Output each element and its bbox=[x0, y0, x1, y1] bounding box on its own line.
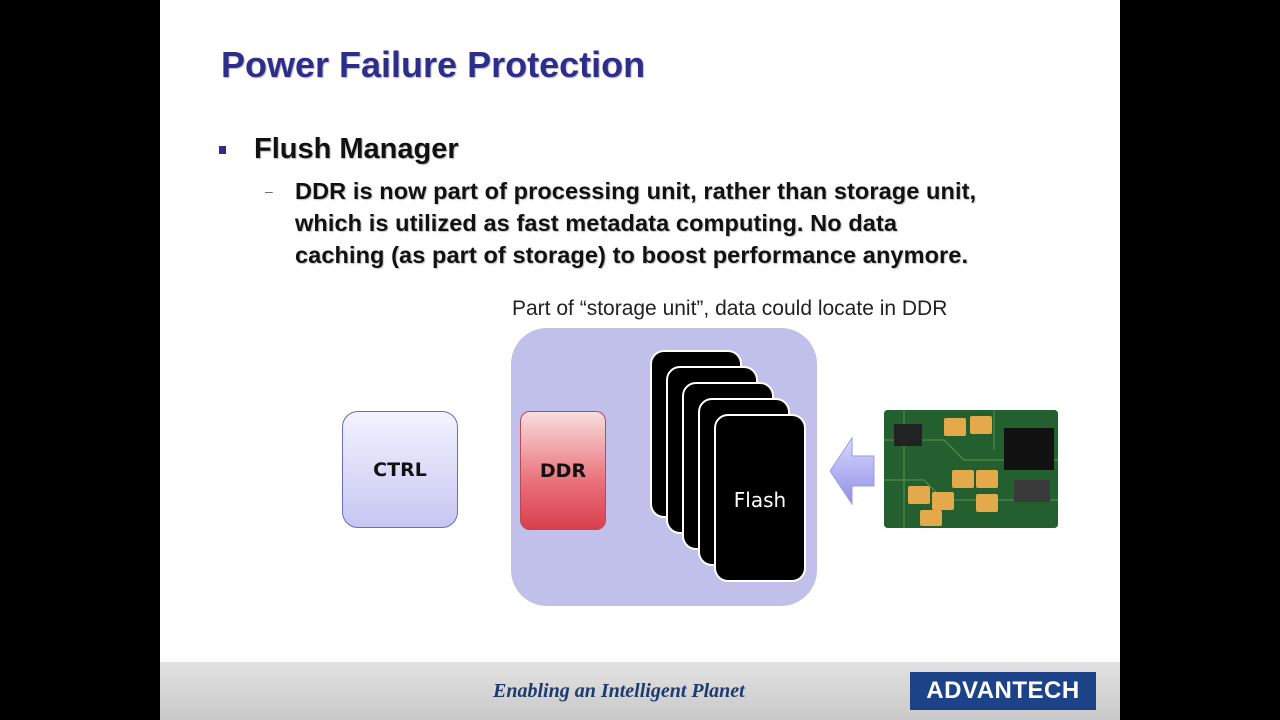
left-arrow-icon bbox=[830, 436, 875, 506]
flash-card-front: Flash bbox=[714, 414, 806, 582]
bullet-heading: Flush Manager bbox=[254, 133, 459, 165]
ddr-label: DDR bbox=[539, 459, 587, 482]
sub-bullet-line-3: caching (as part of storage) to boost pe… bbox=[295, 242, 969, 268]
storage-caption: Part of “storage unit”, data could locat… bbox=[512, 297, 948, 320]
flash-label: Flash bbox=[733, 488, 787, 512]
ctrl-label: CTRL bbox=[373, 458, 427, 481]
slide-title: Power Failure Protection bbox=[221, 44, 646, 85]
ddr-block: DDR bbox=[520, 411, 606, 530]
bullet-marker bbox=[219, 146, 226, 154]
sub-bullet-line-1: DDR is now part of processing unit, rath… bbox=[295, 178, 977, 204]
sub-bullet-marker: – bbox=[265, 183, 273, 199]
advantech-logo: ADVANTECH bbox=[910, 672, 1096, 710]
ctrl-block: CTRL bbox=[342, 411, 458, 528]
footer-tagline: Enabling an Intelligent Planet bbox=[493, 680, 745, 702]
circuit-board-image bbox=[884, 410, 1058, 528]
sub-bullet-line-2: which is utilized as fast metadata compu… bbox=[295, 210, 898, 236]
slide: Power Failure Protection Flush Manager –… bbox=[160, 0, 1120, 720]
